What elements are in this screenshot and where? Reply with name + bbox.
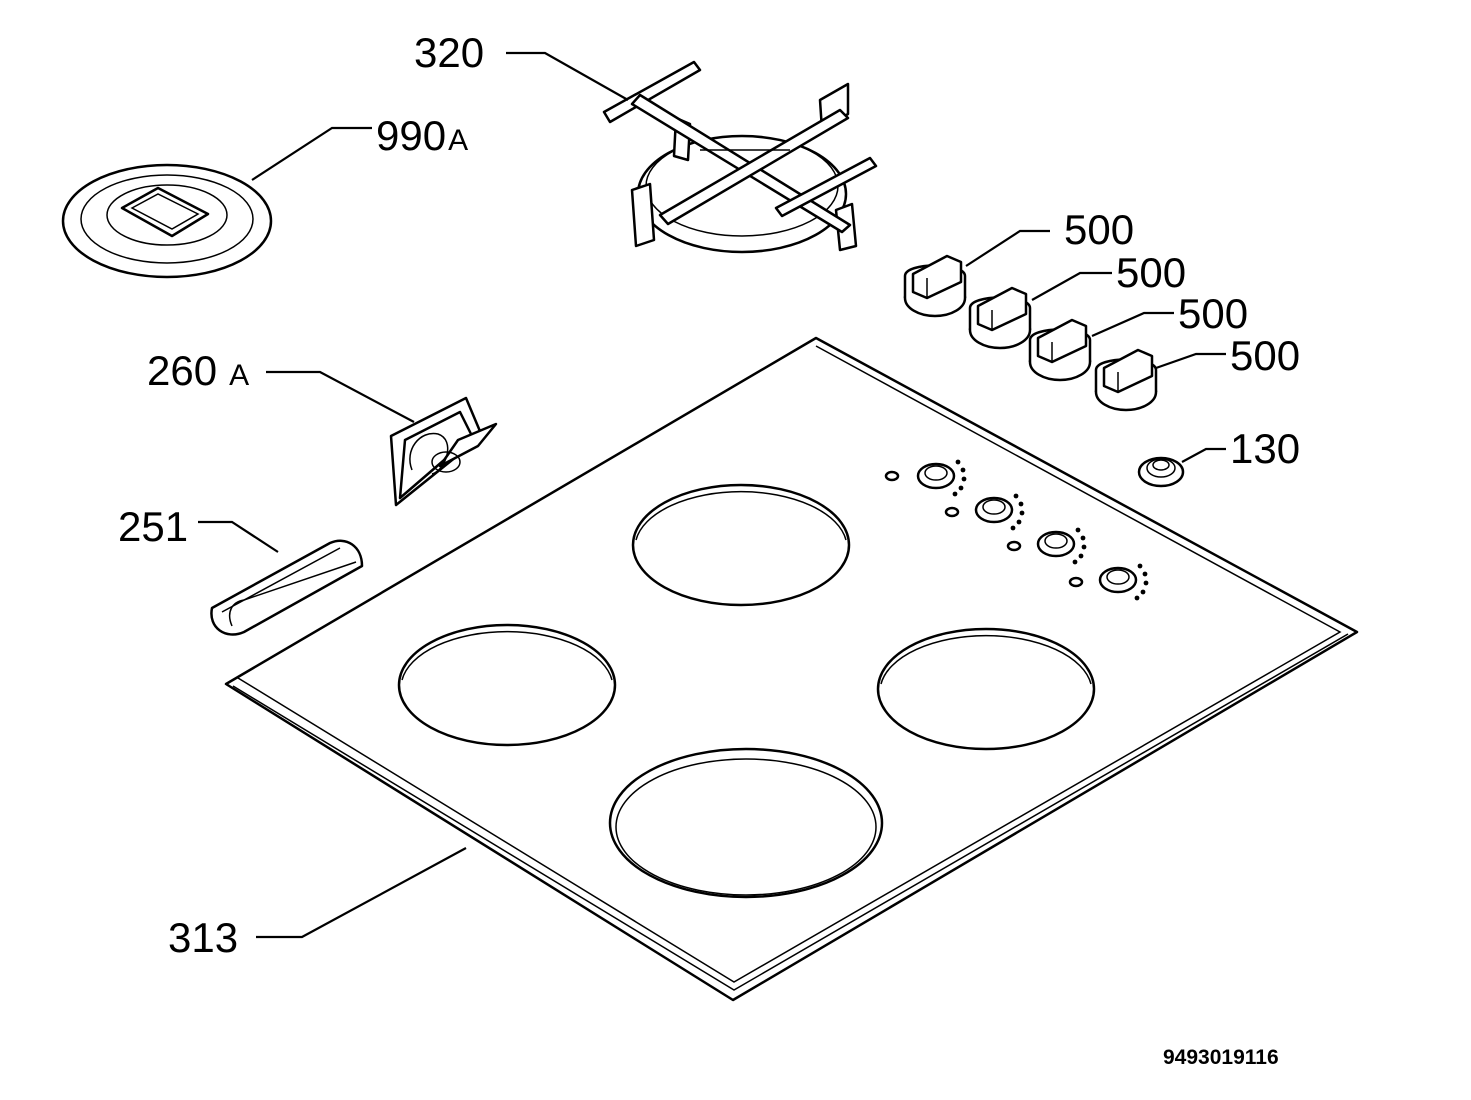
control-knobs [903,254,1158,412]
callout-320: 320 [414,29,484,76]
callout-313: 313 [168,914,238,961]
knob-bezel [1137,456,1185,488]
callout-500-knob-4: 500 [1230,332,1300,379]
callout-500-knob-3: 500 [1178,290,1248,337]
burner-cover-cap [61,163,273,279]
control-knob-4 [1094,348,1158,412]
hob-top-panel [224,336,1359,1002]
callout-500-knob-1: 500 [1064,206,1134,253]
control-spindles [884,459,1149,601]
leader-lines [198,51,1226,939]
cutout-right [876,627,1096,751]
mounting-bracket [389,396,498,507]
callout-500-knob-2: 500 [1116,249,1186,296]
document-number: 9493019116 [1163,1046,1279,1069]
cutout-left [397,623,617,747]
control-knob-1 [903,254,967,318]
cutout-front [608,747,884,899]
cutout-rear [631,483,851,607]
callout-990a: 990A [376,112,468,159]
callout-251: 251 [118,503,188,550]
retaining-clip [210,539,364,636]
pan-support-grate [602,60,878,254]
control-knob-2 [968,286,1032,350]
callout-130: 130 [1230,425,1300,472]
control-knob-3 [1028,318,1092,382]
